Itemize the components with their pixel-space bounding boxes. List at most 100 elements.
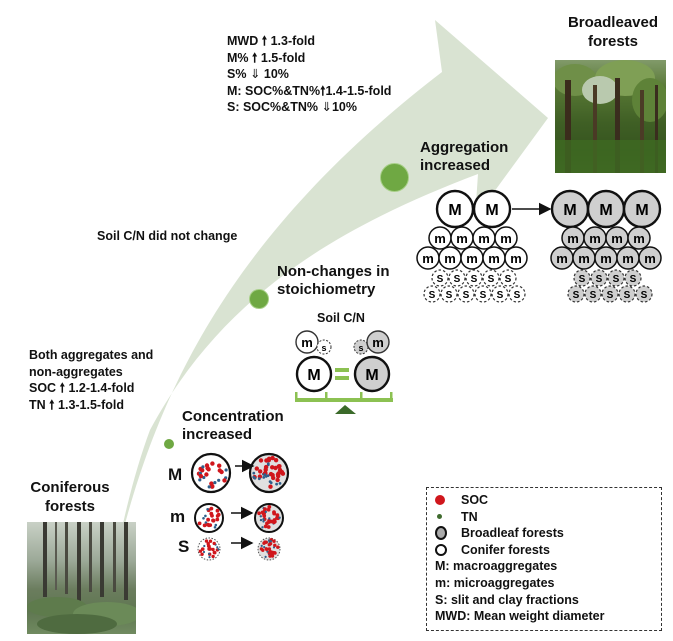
soc-particle <box>206 522 210 527</box>
balance-beam <box>295 392 393 414</box>
soc-particle <box>198 474 204 479</box>
silt-row-2: S S S S S <box>567 285 653 303</box>
soc-particle <box>270 465 275 470</box>
svg-text:m: m <box>500 231 512 246</box>
soc-particle <box>204 472 209 477</box>
balance-title: Soil C/N <box>317 311 365 325</box>
soc-particle <box>204 539 209 543</box>
soc-particle <box>206 517 210 522</box>
soc-particle <box>215 514 220 518</box>
soc-particle <box>267 505 272 509</box>
soc-particle <box>275 477 280 483</box>
stage-dot-concentration <box>164 439 174 449</box>
tn-particle <box>262 476 266 479</box>
tn-particle <box>252 471 256 475</box>
soc-particle <box>263 524 268 529</box>
soc-particle <box>275 513 280 518</box>
tn-particle <box>266 550 269 553</box>
tn-particle <box>268 480 272 483</box>
balance-right-pan: s m M <box>353 330 391 393</box>
tn-particle <box>204 514 207 518</box>
aggregation-stats: MWD 🠕 1.3-fold M% 🠕 1.5-fold S% ⇓ 10% M:… <box>227 33 391 116</box>
tn-particle <box>264 510 267 514</box>
concentration-stats: Both aggregates and non-aggregates SOC 🠕… <box>29 347 153 413</box>
tn-particle <box>253 476 257 480</box>
up-arrow-icon: 🠕 <box>261 34 268 48</box>
soc-particle <box>210 461 215 466</box>
soc-particle <box>277 464 282 469</box>
soc-particle <box>257 511 261 516</box>
svg-text:m: m <box>434 231 446 246</box>
soc-particle <box>212 541 216 546</box>
silt-row-1: S S S S <box>573 269 642 287</box>
tn-particle <box>202 517 205 520</box>
stage-title-concentration: Concentration increased <box>182 408 284 443</box>
svg-text:S: S <box>596 274 603 285</box>
svg-text:m: m <box>466 251 478 266</box>
tn-particle <box>263 546 266 549</box>
arrow-shape <box>115 20 548 562</box>
soc-particle <box>215 508 220 513</box>
tn-particle <box>204 521 208 524</box>
tn-particle <box>213 526 217 529</box>
aggregation-diagram: M M m m m m m m m m m S S S S S S S S S … <box>416 189 662 303</box>
broadleaf-circle-icon <box>435 526 447 541</box>
soc-particle <box>266 525 271 529</box>
row-label-silt: S <box>178 537 190 556</box>
soc-particle <box>259 547 264 551</box>
soc-particle <box>200 552 204 556</box>
svg-text:S: S <box>463 290 470 301</box>
svg-text:S: S <box>590 290 597 301</box>
row-label-macro: M <box>168 465 183 484</box>
stat-line: MWD 🠕 1.3-fold <box>227 34 316 48</box>
svg-text:M: M <box>485 202 498 219</box>
svg-text:S: S <box>514 290 521 301</box>
tn-particle <box>206 508 209 511</box>
soc-particle <box>268 549 272 553</box>
soc-particle <box>258 458 264 463</box>
svg-text:s: s <box>321 343 326 353</box>
down-arrow-outline-icon: ⇓ <box>321 100 332 114</box>
tn-particle <box>257 477 261 481</box>
tn-particle <box>217 548 220 551</box>
tn-particle <box>278 516 281 519</box>
broadleaved-forests-title: Broadleaved forests <box>567 14 659 50</box>
tn-particle <box>208 556 211 559</box>
tn-particle <box>259 515 262 518</box>
legend-item-mwd: MWD: Mean weight diameter <box>435 609 605 624</box>
broadleaf-aggregates: M M M m m m m m m m m m S S S S S S S S … <box>550 189 662 303</box>
legend-item-conifer: Conifer forests <box>435 542 661 559</box>
stage-title-aggregation: Aggregation increased <box>420 139 509 174</box>
tn-particle <box>217 478 221 482</box>
tn-particle <box>275 482 278 486</box>
tn-particle <box>202 550 206 554</box>
soc-particle <box>273 458 279 463</box>
svg-text:S: S <box>437 274 444 285</box>
soc-particle <box>202 523 207 528</box>
soc-particle <box>254 466 259 471</box>
tn-particle <box>216 546 219 549</box>
svg-text:S: S <box>480 290 487 301</box>
soc-particle <box>211 518 216 523</box>
tn-particle <box>268 517 271 520</box>
broadleaf-macro-circle <box>248 452 290 494</box>
soc-particle <box>198 549 203 553</box>
svg-text:m: m <box>622 251 634 266</box>
micro-row-1: m m m m <box>428 226 518 250</box>
soc-particle <box>270 455 275 461</box>
tn-particle <box>259 518 263 522</box>
soc-particle <box>208 539 213 543</box>
svg-text:S: S <box>607 290 614 301</box>
soc-particle <box>205 466 210 471</box>
legend-item-micro: m: microaggregates <box>435 575 555 590</box>
svg-text:M: M <box>635 202 648 219</box>
svg-text:S: S <box>579 274 586 285</box>
legend-item-soc: SOC <box>435 492 661 509</box>
svg-text:S: S <box>505 274 512 285</box>
svg-text:S: S <box>454 274 461 285</box>
tn-particle <box>201 465 205 469</box>
tn-particle <box>261 526 264 529</box>
soil-cn-balance: m s M s m M <box>295 330 393 414</box>
svg-text:m: m <box>478 231 490 246</box>
